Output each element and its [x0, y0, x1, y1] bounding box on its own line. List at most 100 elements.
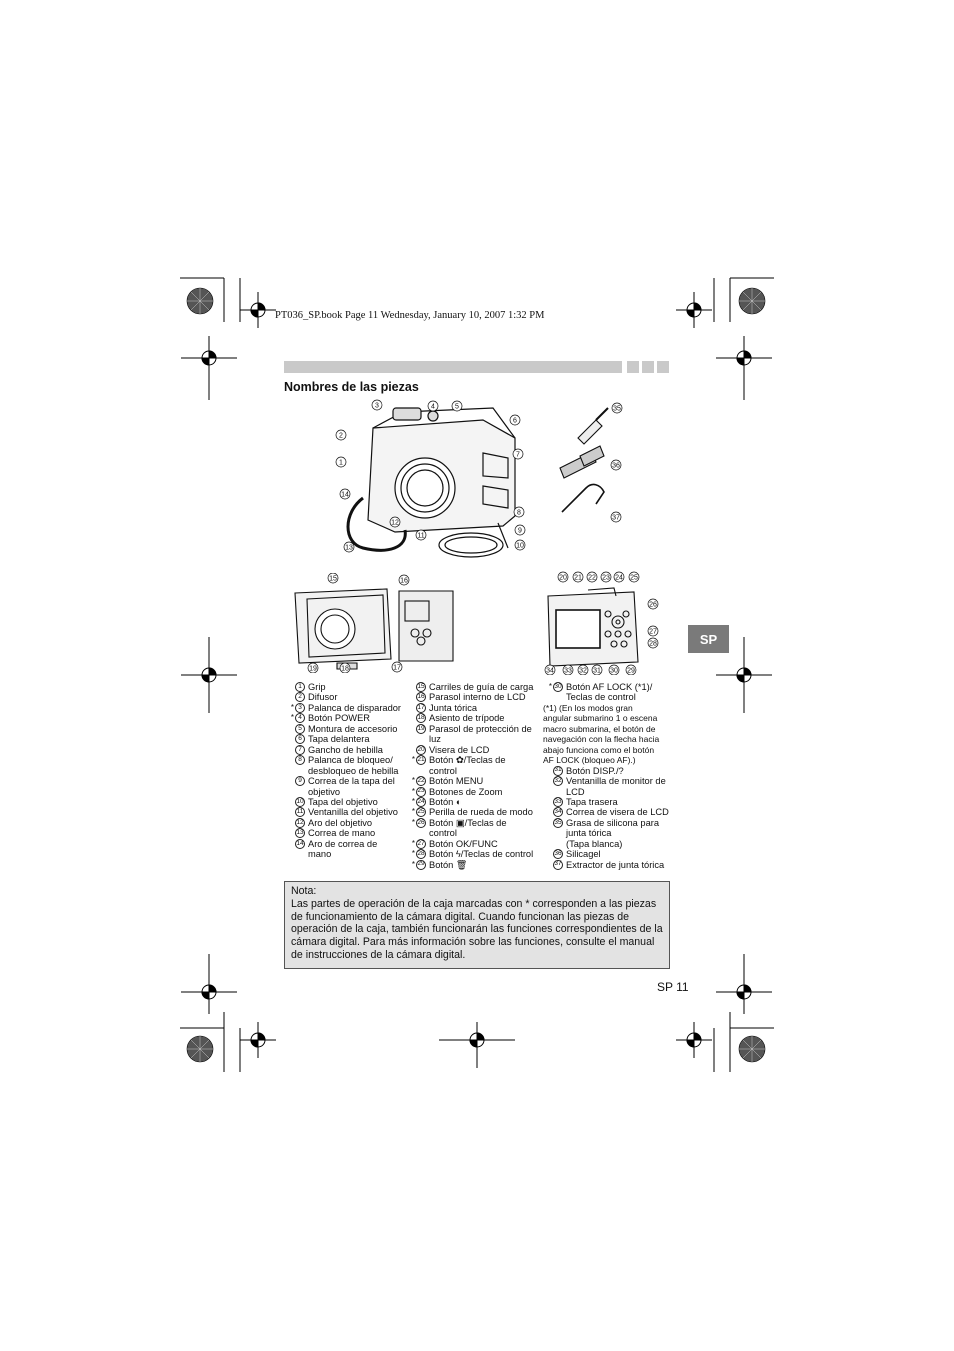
part-number: 27 [416, 838, 426, 849]
svg-text:25: 25 [630, 575, 638, 582]
part-label: Parasol de protección de [429, 723, 532, 734]
svg-text:18: 18 [341, 666, 349, 673]
asterisk-marker [406, 734, 415, 744]
part-list-item: (*1) (En los modos gran [543, 703, 673, 713]
part-number [553, 787, 563, 797]
part-label: Botón AF LOCK (*1)/ [566, 682, 653, 692]
svg-text:20: 20 [559, 575, 567, 582]
part-number: 18 [416, 713, 426, 724]
housing-open-illustration: 15 16 19 18 17 [294, 573, 454, 673]
asterisk-marker [406, 828, 415, 838]
svg-text:34: 34 [546, 668, 554, 675]
asterisk-marker [285, 807, 294, 817]
part-list-item: desbloqueo de hebilla [285, 766, 407, 776]
asterisk-marker [285, 776, 294, 786]
svg-text:8: 8 [517, 510, 521, 517]
part-number: 2 [295, 692, 305, 703]
svg-text:29: 29 [627, 668, 635, 675]
part-number: 36 [553, 849, 563, 860]
svg-text:30: 30 [610, 668, 618, 675]
part-label: Botones de Zoom [429, 786, 503, 797]
asterisk-marker [406, 724, 415, 734]
asterisk-marker [406, 766, 415, 776]
housing-front-illustration: 3 4 5 6 2 1 7 14 8 12 11 9 10 13 [335, 399, 526, 558]
section-title: Nombres de las piezas [284, 380, 419, 394]
asterisk-marker [543, 860, 552, 870]
asterisk-marker: * [411, 838, 415, 848]
part-label: Correa de la tapa del [308, 776, 395, 787]
part-number [295, 849, 305, 859]
svg-text:19: 19 [309, 666, 317, 673]
part-list-item: (Tapa blanca) [543, 839, 673, 849]
asterisk-marker [543, 807, 552, 817]
part-list-item: junta tórica [543, 828, 673, 838]
asterisk-marker [543, 692, 552, 702]
housing-rear-illustration: 20 21 22 23 24 25 26 27 28 34 33 32 31 3… [544, 571, 659, 675]
asterisk-marker: * [411, 849, 415, 859]
part-label: Botón DISP./? [566, 765, 624, 776]
part-list-item: luz [406, 734, 546, 744]
part-number: 22 [416, 776, 426, 787]
part-label: Parasol interno de LCD [429, 692, 526, 703]
part-label: Botón ◐ [429, 796, 462, 807]
part-number [553, 828, 563, 838]
accessories-illustration: 35 36 37 [559, 402, 623, 523]
part-label: LCD [566, 786, 585, 797]
part-number: 19 [416, 723, 426, 734]
part-number: 1 [295, 682, 305, 692]
part-number: 34 [553, 807, 563, 818]
part-label: control [429, 765, 457, 776]
svg-text:37: 37 [612, 515, 620, 522]
part-number: 28 [416, 849, 426, 860]
part-list-item: objetivo [285, 787, 407, 797]
asterisk-marker [285, 787, 294, 797]
part-list-item: abajo funciona como el botón [543, 745, 673, 755]
asterisk-marker [285, 797, 294, 807]
part-label: Palanca de bloqueo/ [308, 755, 393, 766]
part-label: angular submarino 1 o escena [543, 713, 658, 724]
section-square [657, 361, 669, 373]
part-list-item: macro submarina, el botón de [543, 724, 673, 734]
part-label: luz [429, 734, 441, 745]
asterisk-marker: * [548, 682, 552, 691]
svg-text:31: 31 [593, 668, 601, 675]
asterisk-marker: * [411, 776, 415, 786]
section-square [642, 361, 654, 373]
part-label: Botón MENU [429, 776, 484, 787]
part-number: 31 [553, 765, 563, 776]
asterisk-marker [543, 818, 552, 828]
part-number: 15 [416, 682, 426, 692]
part-number: 10 [295, 796, 305, 807]
part-list-item: angular submarino 1 o escena [543, 713, 673, 723]
part-label: macro submarina, el botón de [543, 723, 656, 734]
part-number: 33 [553, 796, 563, 807]
page-number: SP 11 [657, 980, 689, 994]
print-header: PT036_SP.book Page 11 Wednesday, January… [275, 310, 545, 321]
asterisk-marker: * [411, 807, 415, 817]
asterisk-marker [406, 713, 415, 723]
part-number: 24 [416, 796, 426, 807]
asterisk-marker: * [411, 755, 415, 765]
svg-text:35: 35 [613, 406, 621, 413]
part-number [295, 787, 305, 797]
asterisk-marker: * [411, 786, 415, 796]
part-label: (Tapa blanca) [566, 838, 623, 849]
part-number [553, 839, 563, 849]
note-heading: Nota: [291, 885, 317, 897]
part-label: junta tórica [566, 828, 612, 839]
